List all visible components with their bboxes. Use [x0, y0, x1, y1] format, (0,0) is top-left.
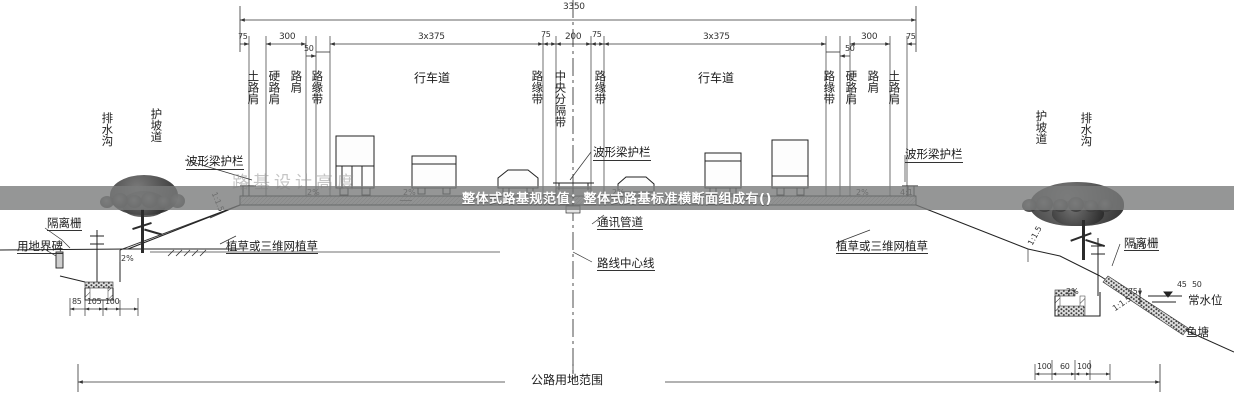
- label-edge-strip-median-left: 路缘带: [530, 70, 545, 105]
- dim-total-width: 3350: [563, 2, 585, 12]
- label-edge-strip-right: 路缘带: [822, 70, 837, 105]
- label-hard-shoulder-right: 硬路肩: [844, 70, 859, 105]
- dim-bottom-left-85: 85: [72, 297, 82, 306]
- slope-label-1to1: 1:1: [1133, 242, 1146, 251]
- label-edge-strip-median-right: 路缘带: [593, 70, 608, 105]
- label-carriageway-left: 行车道: [414, 71, 451, 85]
- dim-right-small-50: 50: [1192, 280, 1202, 289]
- dim-water-level-75: 75: [1128, 287, 1138, 296]
- label-berm-left: 护坡道: [149, 108, 164, 143]
- dim-300-left: 300: [279, 32, 296, 42]
- label-central-median: 中央分隔带: [553, 70, 568, 128]
- annotation-guardrail-median: 波形梁护栏: [593, 145, 651, 161]
- dim-bottom-right-100b: 100: [1077, 362, 1092, 371]
- dim-75-right-outer: 75: [906, 32, 916, 41]
- label-earth-shoulder-left: 土路肩: [246, 70, 261, 105]
- label-edge-strip-left: 路缘带: [310, 70, 325, 105]
- overlay-banner-band: [0, 186, 1234, 210]
- label-earth-shoulder-right: 土路肩: [887, 70, 902, 105]
- dim-75-median-right: 75: [592, 30, 602, 39]
- dim-75-left-outer: 75: [238, 32, 248, 41]
- label-shoulder-left: 路肩: [289, 70, 304, 93]
- annotation-guardrail-right: 波形梁护栏: [905, 147, 963, 163]
- dim-right-small-45: 45: [1177, 280, 1187, 289]
- annotation-grass-planting-left: 植草或三维网植草: [226, 239, 318, 254]
- grade-label-berm-right: 2%: [1066, 287, 1079, 296]
- dim-50-left: 50: [304, 44, 314, 53]
- annotation-grass-planting-right: 植草或三维网植草: [836, 239, 928, 254]
- dim-bottom-left-100: 100: [105, 297, 120, 306]
- annotation-route-centerline: 路线中心线: [597, 256, 655, 271]
- dim-200-median: 200: [565, 32, 582, 42]
- annotation-isolation-fence-right: 隔离栅: [1124, 236, 1159, 251]
- dim-3x375-left: 3x375: [418, 32, 445, 42]
- grade-label-berm-left: 2%: [121, 254, 134, 263]
- dim-bottom-right-60: 60: [1060, 362, 1070, 371]
- bottom-title-row-land-range: 公路用地范围: [531, 373, 604, 387]
- dim-bottom-right-100a: 100: [1037, 362, 1052, 371]
- label-drainage-ditch-right: 排水沟: [1079, 112, 1094, 147]
- label-carriageway-right: 行车道: [698, 71, 735, 85]
- annotation-guardrail-left: 波形梁护栏: [186, 154, 244, 170]
- label-berm-right: 护坡道: [1034, 110, 1049, 145]
- dim-bottom-left-105: 105: [87, 297, 102, 306]
- dim-300-right: 300: [861, 32, 878, 42]
- annotation-fish-pond: 鱼塘: [1186, 325, 1209, 339]
- label-drainage-ditch-left: 排水沟: [100, 112, 115, 147]
- annotation-normal-water-level: 常水位: [1188, 293, 1223, 307]
- annotation-communication-duct: 通讯管道: [597, 215, 643, 230]
- dim-3x375-right: 3x375: [703, 32, 730, 42]
- label-hard-shoulder-left: 硬路肩: [267, 70, 282, 105]
- overlay-banner-text: 整体式路基规范值：整体式路基标准横断面组成有(): [462, 192, 772, 207]
- dim-50-right: 50: [845, 44, 855, 53]
- annotation-land-boundary-marker: 用地界碑: [17, 239, 63, 254]
- annotation-isolation-fence-left: 隔离栅: [47, 216, 82, 231]
- dim-75-median-left: 75: [541, 30, 551, 39]
- label-shoulder-right: 路肩: [866, 70, 881, 93]
